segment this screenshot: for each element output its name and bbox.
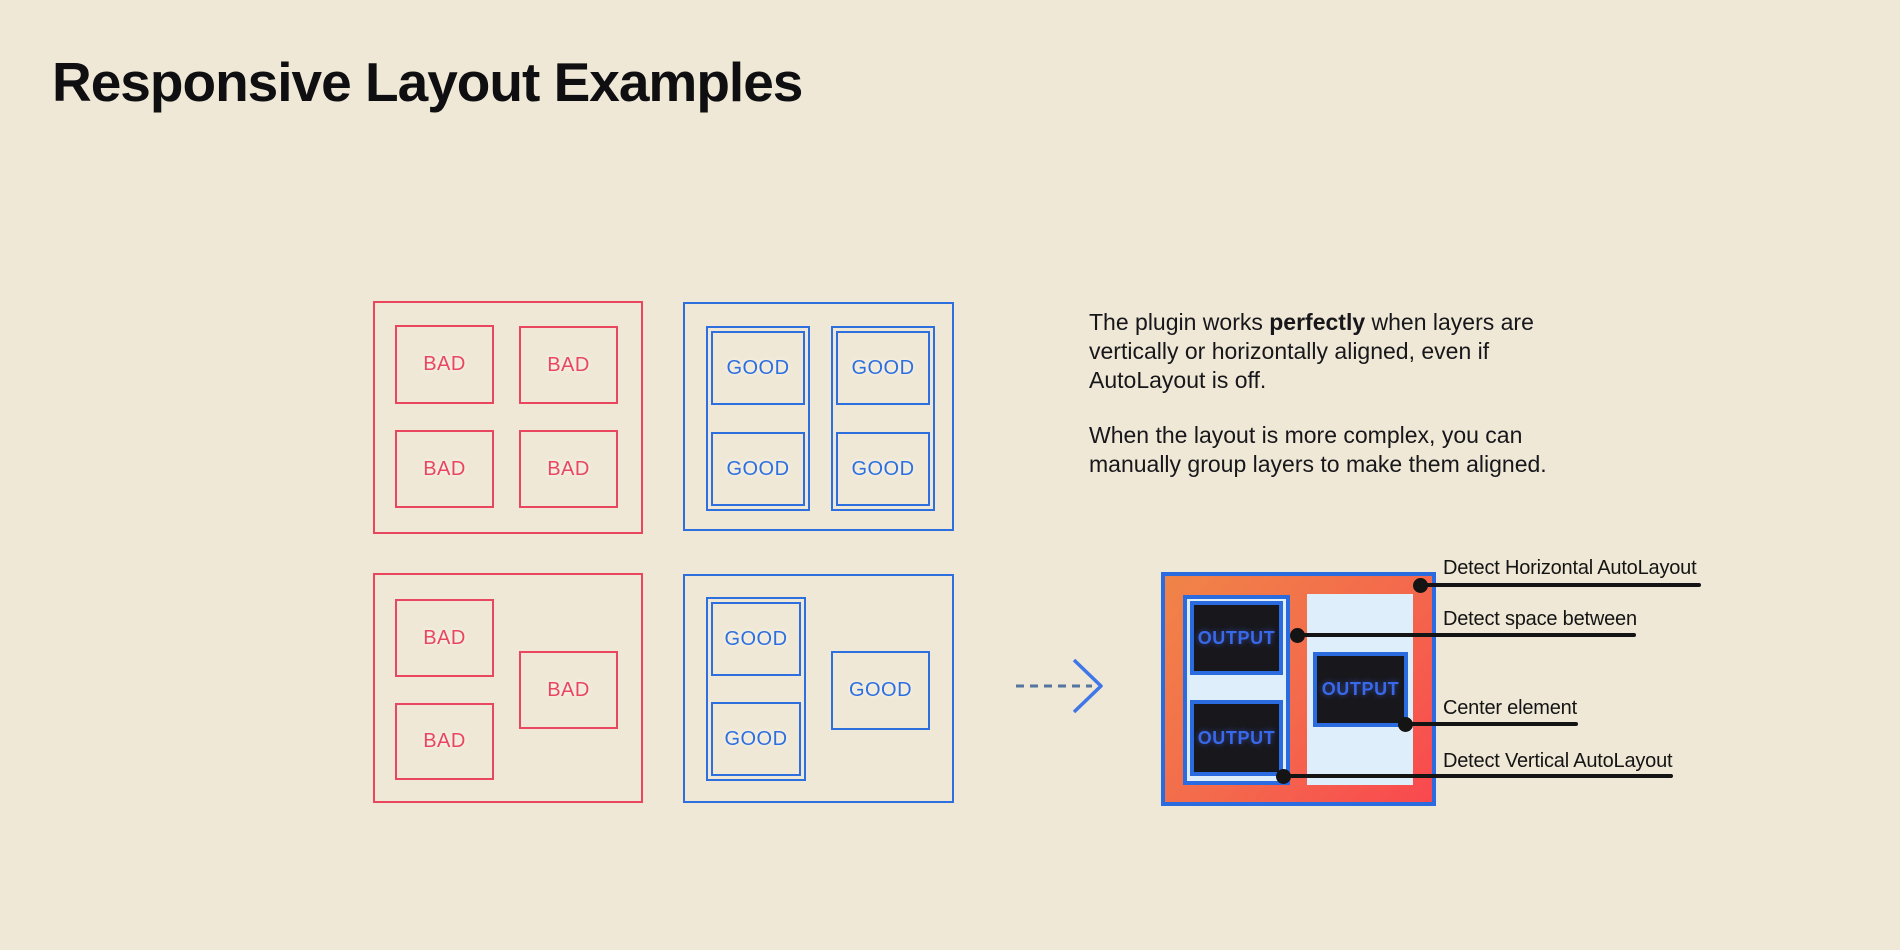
good-box: GOOD: [831, 651, 930, 730]
output-result-frame: OUTPUT OUTPUT OUTPUT: [1161, 572, 1436, 806]
description-paragraph-1: The plugin works perfectly when layers a…: [1089, 308, 1551, 395]
bad-box: BAD: [395, 325, 494, 404]
good-example-grid-frame: GOOD GOOD GOOD GOOD: [683, 302, 954, 531]
annotation-line-vertical: [1283, 774, 1673, 778]
description-p1-after: when layers are vertically or horizontal…: [1089, 309, 1534, 393]
annotation-line-space: [1297, 633, 1636, 637]
good-box: GOOD: [711, 602, 801, 676]
bad-box: BAD: [519, 326, 618, 404]
good-box: GOOD: [836, 432, 930, 506]
output-group-wrapper: OUTPUT OUTPUT: [1183, 595, 1290, 785]
description-paragraph-2: When the layout is more complex, you can…: [1089, 422, 1547, 477]
bad-box: BAD: [519, 430, 618, 508]
good-group-wrapper: GOOD GOOD: [706, 597, 806, 781]
good-box: GOOD: [711, 331, 805, 405]
annotation-detect-horizontal-autolayout: Detect Horizontal AutoLayout: [1443, 557, 1697, 579]
bad-box: BAD: [395, 430, 494, 508]
annotation-dot-space: [1290, 628, 1305, 643]
annotation-dot-horizontal: [1413, 578, 1428, 593]
bad-example-complex-frame: BAD BAD BAD: [373, 573, 643, 803]
output-box: OUTPUT: [1190, 700, 1283, 776]
annotation-line-center: [1405, 722, 1578, 726]
good-box: GOOD: [711, 432, 805, 506]
annotation-dot-center: [1398, 717, 1413, 732]
output-box-center: OUTPUT: [1313, 652, 1408, 727]
annotation-line-horizontal: [1420, 583, 1701, 587]
good-box: GOOD: [711, 702, 801, 776]
annotation-center-element: Center element: [1443, 697, 1577, 719]
annotation-detect-vertical-autolayout: Detect Vertical AutoLayout: [1443, 750, 1673, 772]
good-group-wrapper: GOOD GOOD: [706, 326, 810, 511]
good-group-wrapper: GOOD GOOD: [831, 326, 935, 511]
bad-box: BAD: [395, 599, 494, 677]
description-p1-bold: perfectly: [1269, 309, 1366, 335]
bad-example-grid-frame: BAD BAD BAD BAD: [373, 301, 643, 534]
description-text: The plugin works perfectly when layers a…: [1089, 308, 1551, 479]
bad-box: BAD: [519, 651, 618, 729]
page-title: Responsive Layout Examples: [52, 51, 803, 113]
bad-box: BAD: [395, 703, 494, 780]
dashed-right-arrow-icon: [1016, 658, 1103, 714]
annotation-dot-vertical: [1276, 769, 1291, 784]
good-box: GOOD: [836, 331, 930, 405]
description-p1-before: The plugin works: [1089, 309, 1270, 335]
good-example-complex-frame: GOOD GOOD GOOD: [683, 574, 954, 803]
annotation-detect-space-between: Detect space between: [1443, 608, 1637, 630]
output-box: OUTPUT: [1190, 601, 1283, 675]
